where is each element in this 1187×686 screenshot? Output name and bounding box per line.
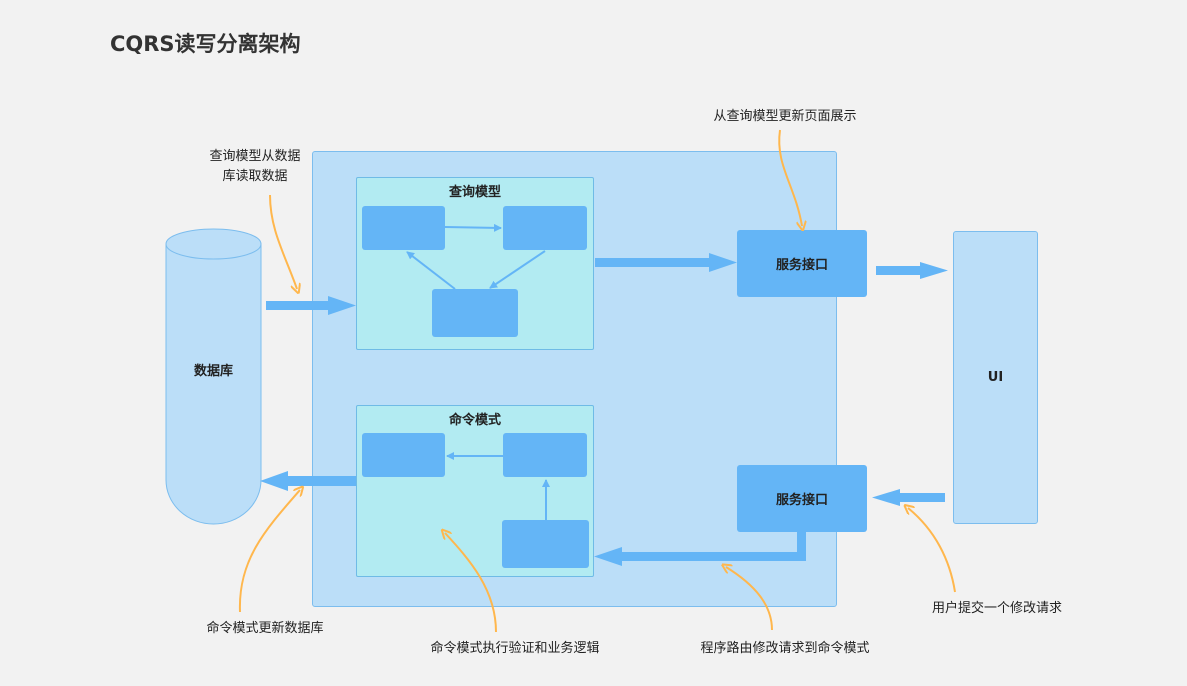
annotation-arrow-query-read — [269, 194, 297, 289]
annotation-command-update-db: 命令模式更新数据库 — [206, 621, 324, 636]
command-node-1 — [362, 433, 445, 477]
annotation-route-request: 程序路由修改请求到命令模式 — [700, 641, 870, 656]
database-label: 数据库 — [193, 364, 233, 379]
ui-box: UI — [953, 231, 1038, 524]
query-node-1 — [362, 206, 445, 250]
service-interface-bottom: 服务接口 — [737, 465, 867, 532]
diagram-title: CQRS读写分离架构 — [110, 32, 301, 56]
service-interface-bottom-label: 服务接口 — [775, 493, 828, 508]
command-node-2 — [503, 433, 587, 477]
annotation-arrow-user-submit — [908, 508, 956, 593]
annotation-user-submit: 用户提交一个修改请求 — [931, 601, 1062, 616]
service-interface-top-label: 服务接口 — [775, 258, 828, 273]
query-node-3 — [432, 289, 518, 337]
query-model-label: 查询模型 — [448, 185, 501, 200]
command-model-label: 命令模式 — [448, 413, 501, 428]
query-node-2 — [503, 206, 587, 250]
annotation-arrow-command-update-db — [238, 490, 300, 613]
annotation-command-validate: 命令模式执行验证和业务逻辑 — [430, 641, 600, 656]
annotation-query-read-line2: 库读取数据 — [222, 169, 288, 184]
command-node-3 — [502, 520, 589, 568]
annotation-update-page: 从查询模型更新页面展示 — [713, 109, 857, 124]
service-to-ui-arrow — [876, 262, 948, 279]
service-interface-top: 服务接口 — [737, 230, 867, 297]
annotation-query-read: 查询模型从数据 库读取数据 — [190, 147, 320, 187]
ui-to-service-arrow — [872, 489, 945, 506]
ui-label: UI — [987, 370, 1004, 385]
annotation-query-read-line1: 查询模型从数据 — [209, 149, 301, 164]
